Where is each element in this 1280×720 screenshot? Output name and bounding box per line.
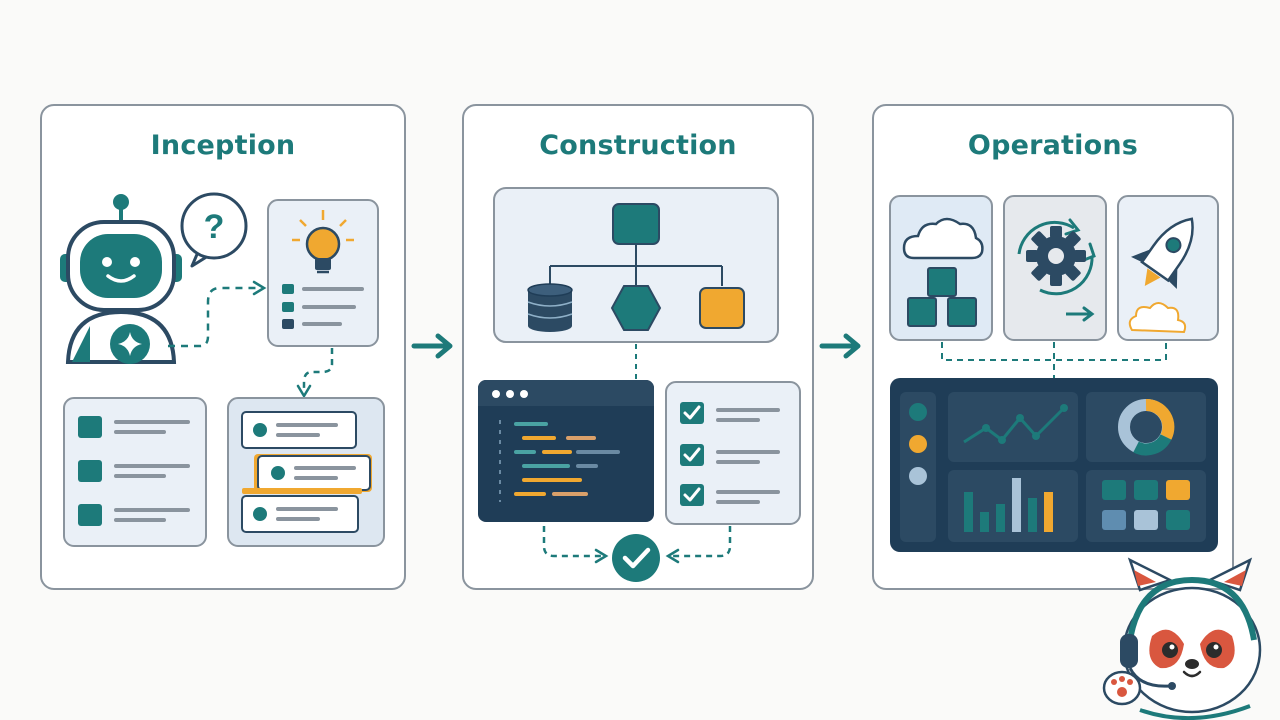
test-checklist-card — [665, 381, 801, 525]
speech-bubble-icon: ? — [180, 192, 248, 268]
requirements-list-card — [63, 397, 207, 547]
idea-card — [267, 199, 379, 347]
gear-icon — [1017, 218, 1096, 296]
red-panda-mascot-icon — [1102, 557, 1262, 720]
rocket-icon — [1131, 217, 1194, 289]
construction-title: Construction — [539, 130, 737, 161]
check-circle-icon — [612, 534, 660, 582]
donut-chart-icon — [1118, 399, 1175, 456]
inception-panel: Inception ? — [40, 104, 406, 590]
construction-illustration — [478, 187, 801, 582]
question-mark: ? — [204, 208, 225, 246]
inception-illustration: ? — [60, 192, 385, 547]
architecture-diagram-card — [493, 187, 779, 343]
automation-tile — [1003, 195, 1107, 341]
tiles-grid-icon — [1102, 480, 1190, 530]
waving-paw-icon — [1102, 670, 1142, 706]
operations-title: Operations — [967, 130, 1139, 161]
operations-illustration — [889, 195, 1219, 552]
launch-tile — [1117, 195, 1219, 341]
database-icon — [527, 283, 573, 332]
arrow-right-icon — [819, 333, 861, 359]
robot-icon — [60, 194, 182, 364]
service-hexagon — [610, 285, 662, 331]
lightbulb-icon — [292, 210, 354, 274]
operations-panel: Operations — [872, 104, 1234, 590]
arrow-right-icon — [411, 333, 453, 359]
cloud-deploy-tile — [889, 195, 993, 341]
bar-chart-icon — [964, 478, 1053, 532]
construction-panel: Construction — [462, 104, 814, 590]
monitoring-dashboard — [890, 378, 1218, 552]
code-editor-window — [478, 380, 654, 522]
inception-title: Inception — [150, 130, 296, 161]
cubes-icon — [907, 267, 977, 327]
backlog-stack-card — [227, 397, 385, 547]
cloud-icon — [902, 217, 984, 260]
